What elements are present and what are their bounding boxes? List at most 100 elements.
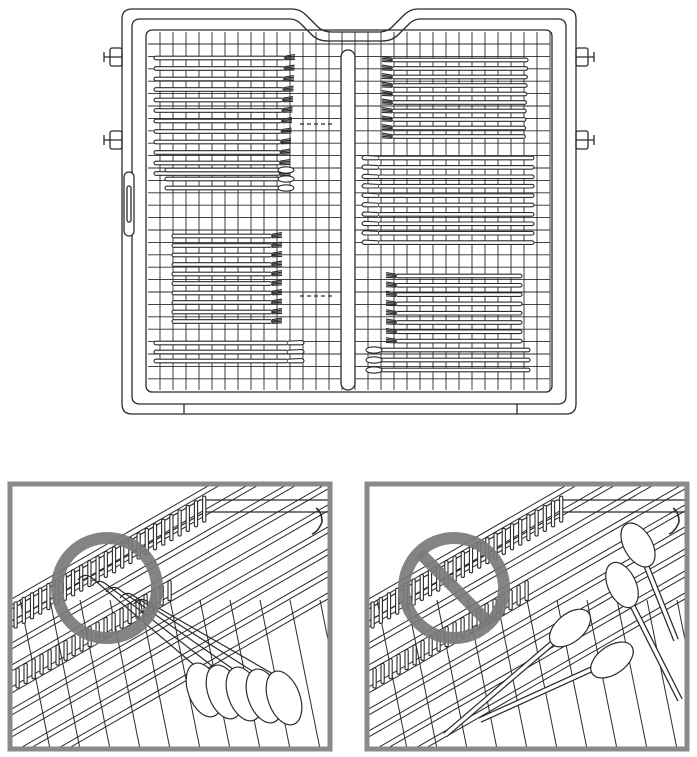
prohibited-circle-slash-icon <box>398 532 510 644</box>
floor-wire <box>10 509 330 695</box>
fork-item <box>171 279 283 286</box>
panel-right-frame <box>364 481 690 752</box>
knife-item <box>361 239 535 245</box>
fork-item <box>171 251 283 258</box>
rack-tine <box>167 580 172 602</box>
fork-item <box>153 96 294 103</box>
rack-tine <box>23 662 28 684</box>
rack-tine <box>526 514 531 542</box>
rack-tine <box>388 658 393 680</box>
fork-item <box>381 56 529 63</box>
rack-tine <box>70 569 76 597</box>
spoon-handle-fill <box>443 626 572 737</box>
floor-wire <box>28 575 330 749</box>
floor-wire <box>17 569 330 749</box>
fork-item <box>153 64 295 71</box>
rack-tine <box>386 592 392 620</box>
rack-tine <box>202 495 207 523</box>
rack-tine <box>169 514 174 542</box>
rack-tine <box>427 569 433 597</box>
rack-tine <box>46 583 51 611</box>
fork-item <box>153 85 294 92</box>
rack-tine <box>516 584 521 606</box>
panel-left-frame <box>7 481 333 752</box>
panel-left-floor-grid <box>10 484 330 749</box>
spoon-bowl <box>620 522 656 568</box>
rack-tine <box>524 580 529 602</box>
rack-tine <box>119 607 124 629</box>
fork-item <box>153 75 295 82</box>
rack-tine <box>152 523 158 551</box>
fork-item <box>385 281 523 288</box>
fork-item <box>153 117 293 124</box>
rack-tine <box>111 612 116 634</box>
fork-item <box>153 54 296 61</box>
fork-item <box>153 138 292 145</box>
fork-item <box>171 260 283 267</box>
floor-crosswire <box>169 599 201 749</box>
panel-right-floor-grid <box>367 484 687 749</box>
rack-tine <box>460 550 465 578</box>
knife-item <box>361 164 535 170</box>
fork-item <box>153 106 293 113</box>
fork-item <box>385 327 523 335</box>
knife-item <box>361 211 535 217</box>
floor-wire <box>10 553 330 739</box>
floor-crosswire <box>616 599 648 749</box>
floor-crosswire <box>526 599 558 749</box>
fork-item <box>381 90 528 97</box>
floor-wire <box>10 484 328 667</box>
rack-tine <box>509 523 515 551</box>
spoon-handle <box>133 598 281 679</box>
knife-item <box>361 220 535 227</box>
spoon-bowl <box>548 608 592 648</box>
fork-item <box>381 64 529 71</box>
floor-wire <box>55 591 330 749</box>
spoon-item <box>164 175 295 183</box>
fork-item <box>385 337 523 344</box>
knife-item <box>361 183 535 189</box>
knife-item <box>361 173 535 180</box>
rack-tine <box>95 555 100 583</box>
rack-tine <box>468 546 474 574</box>
fork-item <box>171 298 283 305</box>
fork-item <box>381 107 527 114</box>
rack-tine <box>404 649 409 671</box>
rack-tine <box>15 667 20 689</box>
rack-tine <box>542 504 547 532</box>
spoon-handle <box>77 574 201 671</box>
fork-item <box>385 290 523 297</box>
fork-item <box>153 127 292 134</box>
rack-tine <box>534 509 539 537</box>
rack-tine <box>559 495 564 523</box>
rack-clip-top-right <box>575 47 595 67</box>
rack-tine <box>111 546 117 574</box>
knife-item <box>153 357 305 364</box>
knife-item <box>153 348 305 355</box>
rack-tine <box>39 653 44 675</box>
floor-crosswire <box>289 599 321 749</box>
panel-wrong-nesting <box>7 481 333 752</box>
floor-crosswire <box>676 599 687 653</box>
floor-crosswire <box>319 599 330 653</box>
rack-tine <box>71 635 76 657</box>
spoon-item <box>365 356 531 364</box>
rack-clip-mid-left <box>103 130 123 150</box>
fork-item <box>381 81 528 88</box>
rack-tine <box>63 639 68 661</box>
fork-item <box>381 124 527 131</box>
fork-item <box>171 270 283 277</box>
fork-item <box>171 317 283 324</box>
rack-tine <box>161 518 166 546</box>
floor-crosswire <box>646 599 678 749</box>
rack-tine <box>55 644 60 666</box>
spoon-bowl <box>590 641 634 679</box>
rack-tine <box>412 644 417 666</box>
rack-outer-frame <box>121 8 577 415</box>
spoon-item <box>164 184 295 192</box>
panel-left-hook <box>311 507 323 535</box>
spoon-item <box>164 166 295 174</box>
prohibited-circle-icon <box>51 532 163 644</box>
knife-item <box>361 192 535 198</box>
